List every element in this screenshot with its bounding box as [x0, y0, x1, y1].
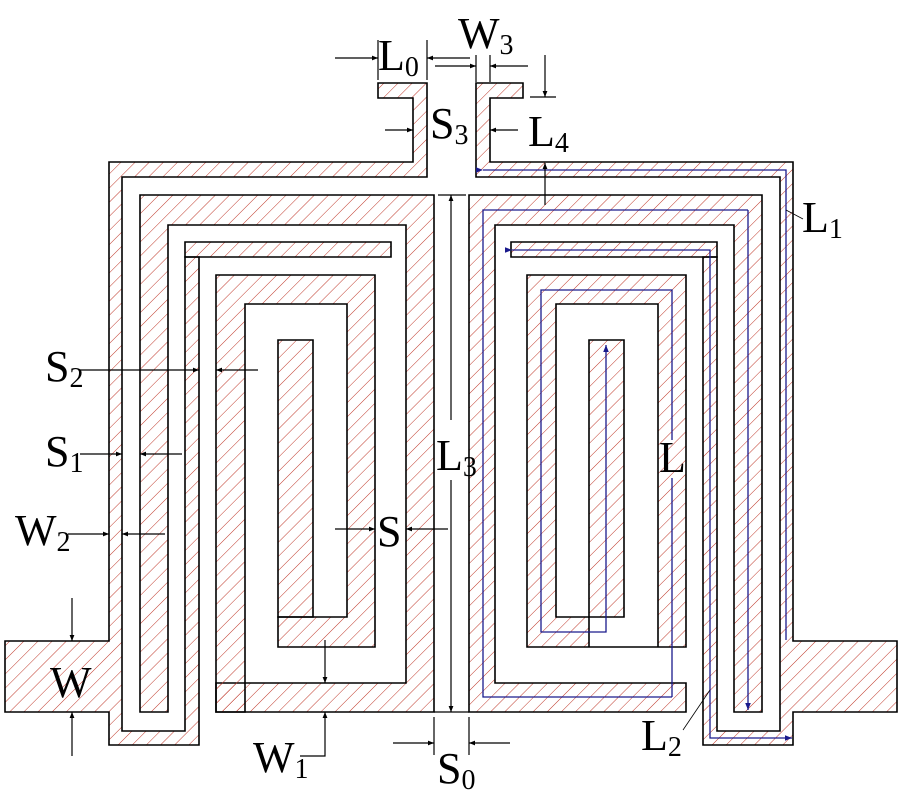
label-L2: L2	[641, 711, 682, 763]
right-outer-strip	[475, 82, 898, 746]
label-W3: W3	[458, 9, 514, 61]
dimension-layer	[68, 40, 804, 757]
label-W: W	[50, 658, 92, 707]
label-W1: W1	[253, 733, 309, 785]
label-S0: S0	[437, 744, 475, 796]
label-L0: L0	[378, 31, 419, 83]
current-path-strip3	[505, 247, 711, 700]
left-strip-4	[215, 274, 376, 713]
current-path-outer-bottom	[709, 700, 792, 741]
label-L4: L4	[528, 107, 569, 159]
right-strip-2	[468, 194, 763, 713]
label-layer: L0 W3 S3 L4 L1 S2 S1 W2 S L3 L W W1 S0 L…	[15, 9, 843, 796]
right-strip-4	[526, 274, 687, 648]
current-path-strip2	[482, 209, 748, 698]
left-strip-3	[184, 241, 392, 258]
label-L1: L1	[802, 193, 843, 245]
label-S2: S2	[45, 342, 83, 394]
metal-layer	[4, 82, 898, 746]
label-L3: L3	[436, 431, 477, 483]
label-S: S	[377, 507, 401, 556]
current-path-layer	[476, 167, 792, 741]
label-L: L	[659, 433, 686, 482]
current-path-outer	[476, 167, 787, 640]
current-path-strip4	[540, 289, 673, 633]
left-inner-bar	[277, 339, 314, 618]
label-S3: S3	[430, 99, 468, 151]
left-outer-strip	[4, 82, 428, 746]
label-W2: W2	[15, 506, 71, 558]
label-S1: S1	[45, 427, 83, 479]
left-strip-2	[139, 194, 435, 713]
